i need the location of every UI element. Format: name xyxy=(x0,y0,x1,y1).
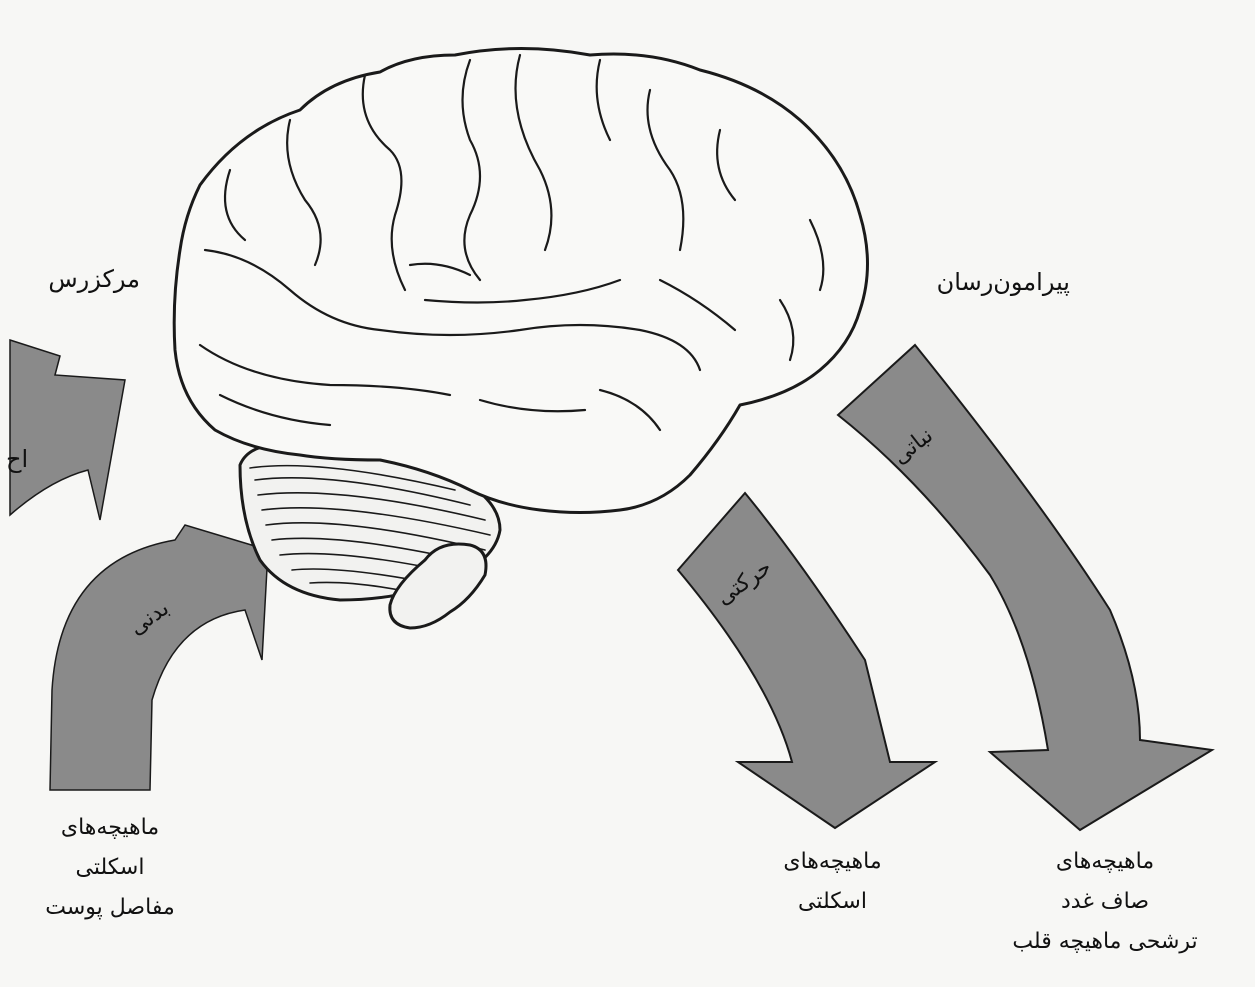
left-target-line3: مفاصل پوست xyxy=(10,888,210,928)
left-target-line2: اسکلتی xyxy=(10,848,210,888)
right-target-label: ماهیچه‌های صاف غدد ترشحی ماهیچه قلب xyxy=(960,842,1250,962)
peripheral-label: پیرامون‌رسان xyxy=(890,268,1070,296)
right-target-line2: صاف غدد xyxy=(960,882,1250,922)
left-top-curved-arrow xyxy=(10,340,125,520)
right-target-line1: ماهیچه‌های xyxy=(960,842,1250,882)
middle-target-line1: ماهیچه‌های xyxy=(745,842,920,882)
autonomic-arrow xyxy=(838,345,1212,830)
right-target-line3: ترشحی ماهیچه قلب xyxy=(960,922,1250,962)
middle-target-line2: اسکلتی xyxy=(745,882,920,922)
left-top-arrow-label: اح xyxy=(6,445,28,473)
left-target-line1: ماهیچه‌های xyxy=(10,808,210,848)
left-target-label: ماهیچه‌های اسکلتی مفاصل پوست xyxy=(10,808,210,928)
central-label: مرکزرس xyxy=(0,265,140,293)
somatic-arrow xyxy=(50,525,268,790)
middle-target-label: ماهیچه‌های اسکلتی xyxy=(745,842,920,922)
motor-arrow xyxy=(678,493,935,828)
